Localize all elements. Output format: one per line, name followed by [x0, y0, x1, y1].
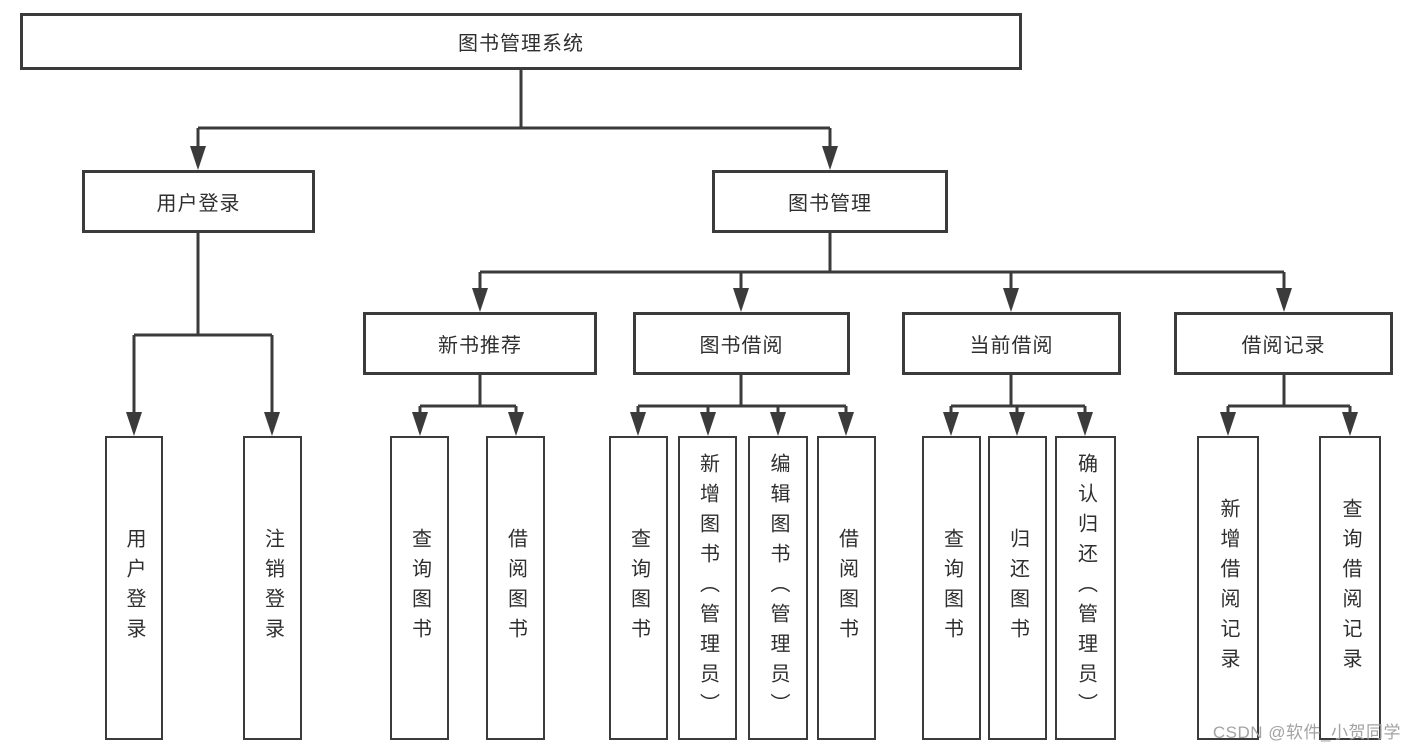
arrowhead — [472, 288, 488, 312]
arrowhead — [1009, 412, 1025, 436]
node-label: 用户登录 — [156, 193, 241, 215]
leaf-label: 借阅图书 — [835, 528, 858, 648]
leaf-label: 新增借阅记录 — [1217, 498, 1239, 678]
leaf-label: 用户登录 — [123, 528, 145, 648]
arrowhead — [700, 412, 716, 436]
arrowhead — [943, 412, 959, 436]
arrowhead — [1342, 412, 1358, 436]
leaf-label: 确认归还（管理员） — [1074, 453, 1097, 723]
leaf-borrow-books-recommend: 借阅图书 — [486, 436, 545, 740]
arrowhead — [770, 412, 786, 436]
arrowhead — [1276, 288, 1292, 312]
node-label: 借阅记录 — [1241, 335, 1326, 357]
csdn-watermark: CSDN @软件_小贺同学 — [1212, 723, 1401, 742]
leaf-edit-books-admin: 编辑图书（管理员） — [748, 436, 808, 740]
node-label: 图书借阅 — [699, 335, 784, 357]
arrowhead — [733, 288, 749, 312]
leaf-query-books-current: 查询图书 — [922, 436, 981, 740]
arrowhead — [126, 412, 142, 436]
leaf-label: 归还图书 — [1006, 528, 1029, 648]
arrowhead — [412, 412, 428, 436]
leaf-label: 借阅图书 — [504, 528, 527, 648]
leaf-add-books-admin: 新增图书（管理员） — [678, 436, 737, 740]
connector-recommend-branch — [418, 375, 518, 432]
arrowhead — [508, 412, 524, 436]
node-label: 当前借阅 — [969, 335, 1054, 357]
node-label: 图书管理 — [788, 193, 872, 215]
leaf-logout: 注销登录 — [243, 436, 302, 740]
leaf-borrow-books: 借阅图书 — [817, 436, 876, 740]
node-current-borrow: 当前借阅 — [902, 312, 1121, 375]
arrowhead — [190, 146, 206, 170]
arrowhead — [264, 412, 280, 436]
leaf-query-books-borrow: 查询图书 — [609, 436, 668, 740]
leaf-add-borrow-record: 新增借阅记录 — [1197, 436, 1259, 740]
arrowhead — [1003, 288, 1019, 312]
node-label: 新书推荐 — [438, 335, 522, 357]
leaf-return-books: 归还图书 — [988, 436, 1047, 740]
connector-root-to-level2 — [196, 70, 832, 166]
leaf-confirm-return-admin: 确认归还（管理员） — [1055, 436, 1116, 740]
node-user-login: 用户登录 — [82, 170, 315, 233]
node-book-borrow: 图书借阅 — [633, 312, 850, 375]
leaf-label: 编辑图书（管理员） — [767, 453, 789, 723]
arrowheads — [126, 146, 1358, 436]
connector-borrow-branch — [636, 375, 848, 432]
connector-user-login-branch — [132, 233, 274, 432]
arrowhead — [838, 412, 854, 436]
connector-book-mgmt-branch — [478, 233, 1286, 308]
arrowhead — [1077, 412, 1093, 436]
arrowhead — [630, 412, 646, 436]
leaf-query-borrow-record: 查询借阅记录 — [1319, 436, 1381, 740]
arrowhead — [1220, 412, 1236, 436]
leaf-user-login: 用户登录 — [105, 436, 163, 740]
leaf-label: 新增图书（管理员） — [696, 453, 719, 723]
leaf-query-books-recommend: 查询图书 — [390, 436, 449, 740]
leaf-label: 查询借阅记录 — [1339, 498, 1361, 678]
leaf-label: 查询图书 — [627, 528, 650, 648]
node-label: 图书管理系统 — [458, 33, 584, 55]
arrowhead — [822, 146, 838, 170]
leaf-label: 注销登录 — [261, 528, 284, 648]
node-book-management: 图书管理 — [712, 170, 948, 233]
node-root-library-management-system: 图书管理系统 — [20, 13, 1022, 70]
node-borrow-records: 借阅记录 — [1174, 312, 1393, 375]
connector-records-branch — [1226, 375, 1352, 432]
node-new-book-recommend: 新书推荐 — [363, 312, 597, 375]
leaf-label: 查询图书 — [408, 528, 431, 648]
leaf-label: 查询图书 — [940, 528, 963, 648]
